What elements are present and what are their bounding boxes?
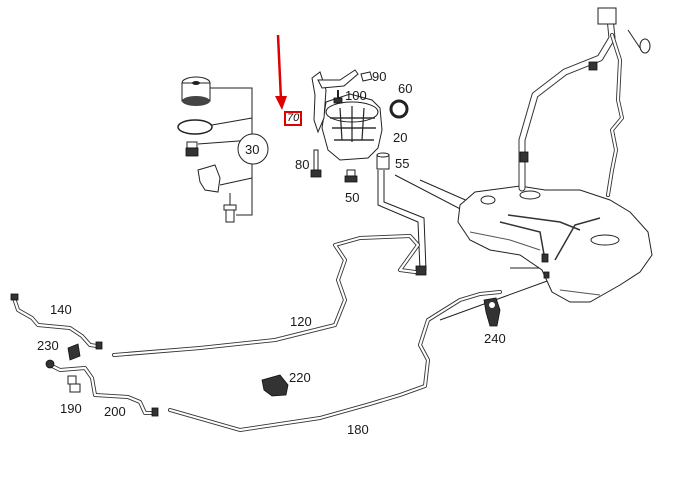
callout-180[interactable]: 180 xyxy=(347,422,369,437)
clip-230-part[interactable] xyxy=(67,343,81,361)
fuel-line-200[interactable] xyxy=(45,359,159,417)
fuel-filter-housing[interactable] xyxy=(321,93,383,161)
fuel-line-180[interactable] xyxy=(168,290,502,432)
callout-220[interactable]: 220 xyxy=(289,370,311,385)
connector-part[interactable] xyxy=(415,265,427,276)
callout-80[interactable]: 80 xyxy=(295,157,310,172)
callout-70-highlighted[interactable]: 70 xyxy=(284,111,303,126)
filter-cap-part[interactable] xyxy=(181,76,211,106)
callout-30[interactable]: 30 xyxy=(245,142,260,157)
seal-60-part[interactable] xyxy=(389,99,409,119)
bracket-220-part[interactable] xyxy=(261,374,289,397)
kit-30-group xyxy=(177,76,269,223)
callout-120[interactable]: 120 xyxy=(290,314,312,329)
callout-100[interactable]: 100 xyxy=(345,88,367,103)
callout-60[interactable]: 60 xyxy=(398,81,413,96)
callout-230[interactable]: 230 xyxy=(37,338,59,353)
fuel-tank[interactable] xyxy=(457,185,653,303)
fuel-line-120[interactable] xyxy=(112,234,420,357)
callout-140[interactable]: 140 xyxy=(50,302,72,317)
callout-90[interactable]: 90 xyxy=(372,69,387,84)
filler-neck[interactable] xyxy=(518,7,651,197)
callout-20[interactable]: 20 xyxy=(393,130,408,145)
o-ring-part[interactable] xyxy=(177,119,213,135)
push-pin-part[interactable] xyxy=(223,193,237,223)
bolt-100-part[interactable] xyxy=(333,90,343,104)
callout-30-circle xyxy=(237,133,269,165)
callout-240[interactable]: 240 xyxy=(484,331,506,346)
bushing-55-part[interactable] xyxy=(376,152,390,170)
pointer-arrow xyxy=(275,34,287,110)
bracket-clip-part[interactable] xyxy=(197,164,221,193)
callout-200[interactable]: 200 xyxy=(104,404,126,419)
nut-90-part[interactable] xyxy=(360,71,373,82)
valve-part[interactable] xyxy=(185,141,199,157)
callout-50[interactable]: 50 xyxy=(345,190,360,205)
mounting-bracket-part[interactable] xyxy=(311,69,359,134)
callout-55[interactable]: 55 xyxy=(395,156,410,171)
callout-190[interactable]: 190 xyxy=(60,401,82,416)
bracket-240-part[interactable] xyxy=(483,297,501,327)
fuel-line-140[interactable] xyxy=(10,293,103,350)
bolt-80-part[interactable] xyxy=(310,149,322,178)
bolt-50-part[interactable] xyxy=(344,169,358,183)
clip-190-part[interactable] xyxy=(67,375,81,393)
